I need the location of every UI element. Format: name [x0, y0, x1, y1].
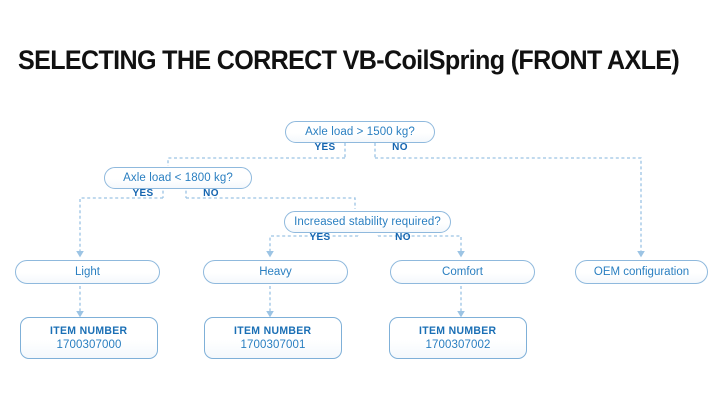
result-label: Heavy — [259, 266, 292, 278]
branch-label-d1-no: NO — [392, 141, 408, 153]
edge-d1-yes-to-d2 — [167, 157, 345, 166]
edge-d2-yes-to-light — [76, 197, 163, 258]
decision-label: Axle load < 1800 kg? — [123, 172, 233, 184]
item-number-heading: ITEM NUMBER — [419, 325, 497, 337]
result-heavy[interactable]: Heavy — [203, 260, 348, 284]
decision-label: Increased stability required? — [294, 216, 441, 228]
item-number-value: 1700307001 — [240, 339, 306, 351]
decision-axle-load-1800[interactable]: Axle load < 1800 kg? — [104, 167, 252, 189]
item-number-value: 1700307000 — [56, 339, 122, 351]
decision-label: Axle load > 1500 kg? — [305, 126, 415, 138]
result-label: OEM configuration — [593, 266, 690, 278]
page-title: SELECTING THE CORRECT VB-CoilSpring (FRO… — [18, 45, 680, 75]
item-number-box-comfort[interactable]: ITEM NUMBER 1700307002 — [389, 317, 527, 359]
branch-label-d3-yes: YES — [309, 231, 331, 243]
item-number-box-light[interactable]: ITEM NUMBER 1700307000 — [20, 317, 158, 359]
item-number-heading: ITEM NUMBER — [50, 325, 128, 337]
result-oem-configuration[interactable]: OEM configuration — [575, 260, 708, 284]
branch-label-d2-yes: YES — [132, 187, 154, 199]
branch-label-d2-no: NO — [203, 187, 219, 199]
decision-increased-stability[interactable]: Increased stability required? — [284, 211, 451, 233]
decision-axle-load-1500[interactable]: Axle load > 1500 kg? — [285, 121, 435, 143]
item-number-box-heavy[interactable]: ITEM NUMBER 1700307001 — [204, 317, 342, 359]
result-light[interactable]: Light — [15, 260, 160, 284]
item-number-value: 1700307002 — [425, 339, 491, 351]
edge-d2-no-to-d3 — [186, 197, 356, 209]
branch-label-d3-no: NO — [395, 231, 411, 243]
result-label: Comfort — [442, 266, 483, 278]
item-number-heading: ITEM NUMBER — [234, 325, 312, 337]
result-label: Light — [75, 266, 100, 278]
result-comfort[interactable]: Comfort — [390, 260, 535, 284]
branch-label-d1-yes: YES — [314, 141, 336, 153]
